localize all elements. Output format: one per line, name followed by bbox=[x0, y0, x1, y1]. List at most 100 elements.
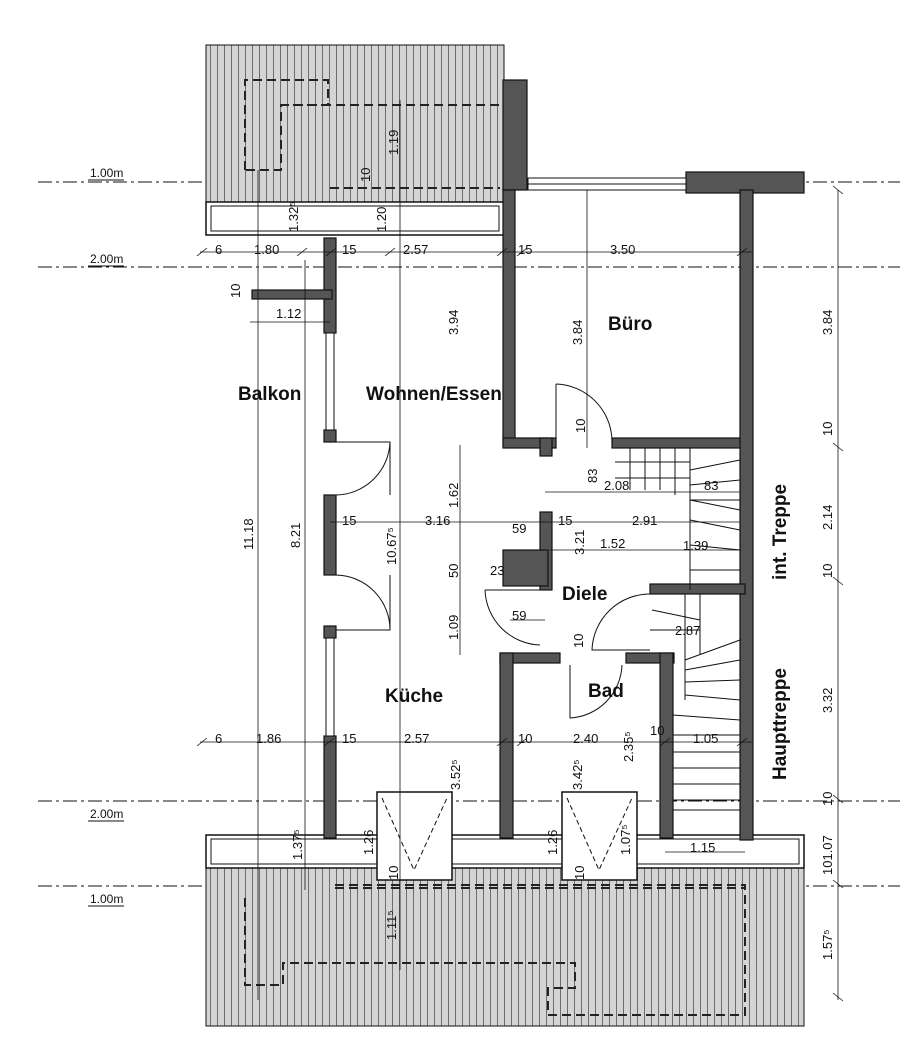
skylights bbox=[376, 791, 638, 881]
dim-v-3-94: 3.94 bbox=[446, 310, 461, 335]
dim-v-10a: 10 bbox=[358, 168, 373, 182]
dim-v-1-11: 1.11⁵ bbox=[384, 910, 399, 940]
dim-v-10c: 10 bbox=[573, 419, 588, 433]
room-label-int-treppe: int. Treppe bbox=[770, 484, 791, 580]
dim-top-15a: 15 bbox=[342, 242, 356, 257]
roof-bottom-dashed-outline bbox=[244, 884, 746, 1016]
dim-h-10e: 10 bbox=[386, 866, 401, 880]
office-door-arc bbox=[555, 383, 613, 441]
dim-v-83a: 83 bbox=[585, 469, 600, 483]
dim-v-1-37: 1.37⁵ bbox=[290, 829, 305, 860]
bath-north-wall bbox=[625, 652, 675, 664]
balcony-wall-lower bbox=[323, 735, 337, 839]
dim-v-50: 50 bbox=[446, 564, 461, 578]
dim-v-1-09: 1.09 bbox=[446, 615, 461, 640]
dim-v-1-26a: 1.26 bbox=[361, 830, 376, 855]
stair-door-arc bbox=[591, 593, 651, 651]
room-label-wohnen-essen: Wohnen/Essen bbox=[366, 384, 502, 405]
room-label-haupttreppe: Haupttreppe bbox=[770, 668, 791, 780]
skylight-right-diagonal bbox=[566, 797, 633, 872]
dim-r-2-14: 2.14 bbox=[820, 505, 835, 530]
roof-top-hatch bbox=[205, 44, 505, 203]
balcony-wall-middle bbox=[323, 494, 337, 576]
dim-b-2-57: 2.57 bbox=[404, 731, 429, 746]
dim-r-1-57: 1.57⁵ bbox=[820, 929, 835, 960]
dim-v-1-19: 1.19 bbox=[386, 130, 401, 155]
dim-h-2-08: 2.08 bbox=[604, 478, 629, 493]
balcony-window-upper bbox=[325, 332, 335, 431]
dim-b-10b: 10 bbox=[650, 723, 664, 738]
level-label-2: 2.00m bbox=[90, 252, 123, 266]
dimension-ticks bbox=[196, 185, 844, 1002]
dim-v-10-67: 10.67⁵ bbox=[384, 527, 399, 565]
roof-bottom bbox=[205, 865, 805, 1027]
dim-v-3-42: 3.42⁵ bbox=[570, 759, 585, 790]
stair-landing-wall bbox=[649, 583, 746, 595]
dim-h-59b: 59 bbox=[512, 608, 526, 623]
room-label-bad: Bad bbox=[588, 681, 624, 702]
dim-r-3-32: 3.32 bbox=[820, 688, 835, 713]
balcony-door-upper bbox=[335, 441, 391, 496]
dim-v-3-21: 3.21 bbox=[572, 530, 587, 555]
bath-door-arc bbox=[569, 664, 623, 719]
dimension-texts: 6 1.80 15 2.57 15 3.50 1.19 10 1.20 1.32… bbox=[215, 130, 835, 960]
top-slab-inner bbox=[210, 205, 500, 232]
windows bbox=[325, 177, 687, 737]
dim-v-1-07: 1.07⁵ bbox=[618, 824, 633, 855]
dim-r-101-07: 101.07 bbox=[820, 835, 835, 875]
balcony-window-lower bbox=[325, 637, 335, 737]
dim-v-3-52: 3.52⁵ bbox=[448, 759, 463, 790]
dim-b-6: 6 bbox=[215, 731, 222, 746]
dim-m-15a: 15 bbox=[342, 513, 356, 528]
dim-b-1-86: 1.86 bbox=[256, 731, 281, 746]
kitchen-east-wall bbox=[499, 652, 514, 839]
dim-v-11-18: 11.18 bbox=[241, 518, 256, 550]
dim-top-1-80: 1.80 bbox=[254, 242, 279, 257]
walls bbox=[251, 79, 805, 841]
dim-top-2-57: 2.57 bbox=[403, 242, 428, 257]
dim-v-10d: 10 bbox=[571, 634, 586, 648]
dim-b-1-05: 1.05 bbox=[693, 731, 718, 746]
dim-top-15b: 15 bbox=[518, 242, 532, 257]
room-label-buero: Büro bbox=[608, 314, 652, 335]
balcony-wall-post bbox=[323, 429, 337, 443]
roof-bottom-hatch bbox=[205, 865, 805, 1027]
dim-h-10f: 10 bbox=[572, 866, 587, 880]
dim-h-1-39: 1.39 bbox=[683, 538, 708, 553]
dim-b-2-35: 2.35⁵ bbox=[621, 731, 636, 762]
dim-r-10b: 10 bbox=[820, 564, 835, 578]
bottom-slab-inner bbox=[210, 838, 800, 865]
dim-b-10a: 10 bbox=[518, 731, 532, 746]
level-label-3: 2.00m bbox=[90, 807, 123, 821]
dim-top-3-50: 3.50 bbox=[610, 242, 635, 257]
office-door-jamb bbox=[539, 437, 553, 457]
dim-v-1-26b: 1.26 bbox=[545, 830, 560, 855]
level-label-4: 1.00m bbox=[90, 892, 123, 906]
dim-m-3-16: 3.16 bbox=[425, 513, 450, 528]
diele-door-arc bbox=[484, 589, 541, 646]
main-stair-treads bbox=[672, 639, 741, 801]
level-labels: 1.00m 2.00m 2.00m 1.00m bbox=[88, 166, 124, 907]
dimension-lines bbox=[196, 100, 844, 1002]
dim-m-59a: 59 bbox=[512, 521, 526, 536]
room-labels: Balkon Wohnen/Essen Büro Diele Küche Bad… bbox=[238, 314, 791, 780]
dim-h-1-15: 1.15 bbox=[690, 840, 715, 855]
balcony-stub-wall bbox=[251, 289, 333, 300]
dim-b-15: 15 bbox=[342, 731, 356, 746]
balcony-door-lower bbox=[335, 574, 391, 631]
int-stair-treads bbox=[615, 448, 741, 571]
dim-r-3-84: 3.84 bbox=[820, 310, 835, 335]
dim-b-2-40: 2.40 bbox=[573, 731, 598, 746]
office-south-wall-left bbox=[502, 437, 557, 449]
bath-east-wall bbox=[659, 652, 674, 839]
top-slab bbox=[205, 201, 505, 236]
main-stair-landing bbox=[650, 594, 701, 700]
dim-v-8-21: 8.21 bbox=[288, 523, 303, 548]
office-south-wall-right bbox=[611, 437, 753, 449]
dim-v-1-62: 1.62 bbox=[446, 483, 461, 508]
dim-v-3-84: 3.84 bbox=[570, 320, 585, 345]
room-label-kueche: Küche bbox=[385, 686, 443, 707]
dim-v-2-87: 2.87 bbox=[675, 623, 700, 638]
dim-r-10a: 10 bbox=[820, 422, 835, 436]
